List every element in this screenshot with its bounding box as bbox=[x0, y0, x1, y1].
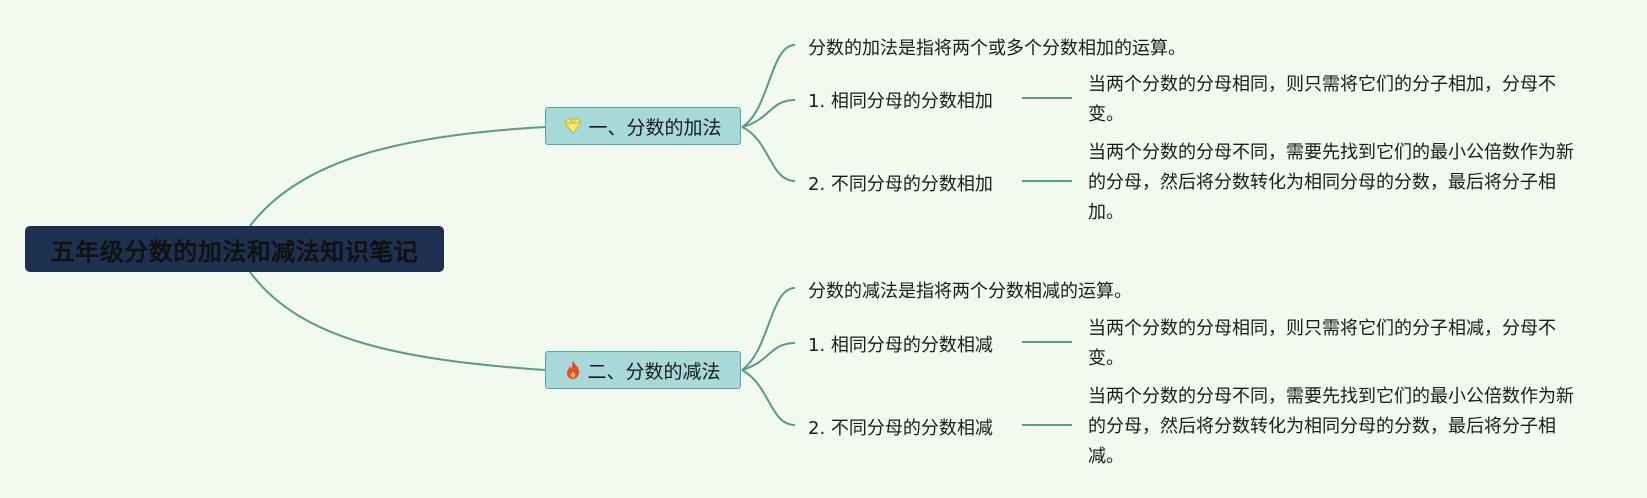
detail-addition-different-denominator: 当两个分数的分母不同，需要先找到它们的最小公倍数作为新的分母，然后将分数转化为相… bbox=[1088, 142, 1574, 223]
gem-icon bbox=[564, 118, 583, 134]
connector-b2-leaf-3 bbox=[741, 369, 796, 426]
fire-icon bbox=[565, 360, 581, 380]
connector-b1-leaf-2 bbox=[741, 99, 796, 128]
leaf-addition-definition[interactable]: 分数的加法是指将两个或多个分数相加的运算。 bbox=[808, 38, 1186, 59]
root-node[interactable]: 五年级分数的加法和减法知识笔记 bbox=[25, 226, 444, 272]
leaf-addition-same-denominator[interactable]: 1. 相同分母的分数相加 bbox=[808, 91, 993, 112]
branch-node-subtraction[interactable]: 二、分数的减法 bbox=[545, 351, 741, 389]
leaf-addition-different-denominator[interactable]: 2. 不同分母的分数相加 bbox=[808, 174, 993, 195]
connector-b2-leaf-2 bbox=[741, 342, 796, 371]
branch-label: 一、分数的加法 bbox=[588, 116, 722, 139]
root-title: 五年级分数的加法和减法知识笔记 bbox=[50, 237, 419, 266]
connector-b2-leaf-1 bbox=[741, 287, 796, 371]
leaf-subtraction-same-denominator[interactable]: 1. 相同分母的分数相减 bbox=[808, 335, 993, 356]
leaf-subtraction-different-denominator[interactable]: 2. 不同分母的分数相减 bbox=[808, 418, 993, 439]
leaf-subtraction-definition[interactable]: 分数的减法是指将两个分数相减的运算。 bbox=[808, 281, 1132, 302]
connector-b1-leaf-3 bbox=[741, 126, 796, 182]
connector-b1-leaf-1 bbox=[741, 44, 796, 128]
detail-subtraction-different-denominator: 当两个分数的分母不同，需要先找到它们的最小公倍数作为新的分母，然后将分数转化为相… bbox=[1088, 386, 1574, 467]
branch-node-addition[interactable]: 一、分数的加法 bbox=[545, 107, 741, 145]
branch-label: 二、分数的减法 bbox=[587, 360, 721, 383]
detail-addition-same-denominator: 当两个分数的分母相同，则只需将它们的分子相加，分母不变。 bbox=[1088, 74, 1556, 125]
connector-root-branch-1 bbox=[249, 126, 546, 227]
connector-root-branch-2 bbox=[249, 271, 546, 371]
detail-subtraction-same-denominator: 当两个分数的分母相同，则只需将它们的分子相减，分母不变。 bbox=[1088, 318, 1556, 369]
